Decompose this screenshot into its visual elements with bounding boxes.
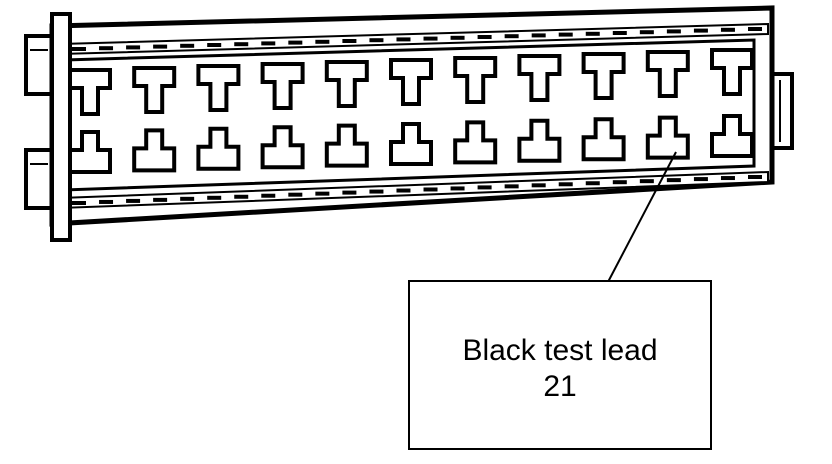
bottom-rail-dash (315, 191, 330, 196)
top-rail-dash (288, 40, 303, 45)
bottom-rail-dash (504, 184, 519, 189)
terminal-top-3 (196, 64, 241, 112)
bottom-rail-dash (423, 187, 438, 192)
bottom-rail-dash (99, 199, 114, 204)
top-rail-dash (234, 42, 249, 47)
top-rail-dash (180, 43, 195, 48)
top-rail-dash (126, 45, 141, 50)
bottom-rail-dash (666, 178, 681, 183)
bottom-rail-dash (72, 201, 86, 205)
terminal-top-7 (453, 56, 498, 104)
callout-terminal-number: 21 (543, 370, 577, 403)
top-rail-dash (720, 27, 735, 32)
bottom-rail-dash (369, 189, 384, 194)
top-rail-dash (369, 38, 384, 43)
callout-label: Black test lead (462, 334, 658, 367)
bottom-rail-dash (720, 176, 735, 181)
top-rail-dash (639, 30, 654, 35)
callout-box: Black test lead 21 (408, 280, 712, 450)
terminal-bottom-4 (260, 125, 305, 170)
terminal-bottom-2 (132, 128, 177, 173)
terminal-bottom-5 (324, 123, 369, 168)
bottom-rail-dash (126, 198, 141, 203)
terminal-top-8 (517, 54, 562, 102)
bottom-rail-dash (693, 177, 708, 182)
bottom-rail-dash (234, 194, 249, 199)
top-rail-dash (585, 31, 600, 36)
terminal-top-10 (645, 50, 690, 98)
bottom-rail-dash (558, 182, 573, 187)
terminal-top-6 (389, 58, 433, 106)
leader-line (607, 151, 677, 283)
top-rail-dash (72, 47, 86, 51)
terminal-top-1 (68, 68, 112, 116)
top-rail-dash (207, 43, 222, 47)
bottom-rail-dash (396, 188, 411, 193)
terminal-bottom-8 (517, 118, 562, 163)
bottom-rail-dash (450, 186, 465, 191)
top-rail-dash (99, 46, 114, 51)
bottom-rail-dash (612, 180, 627, 185)
bottom-rail-dash (180, 196, 195, 201)
terminal-top-11 (710, 48, 754, 96)
bottom-rail-dash (207, 195, 222, 200)
terminal-bottom-10 (645, 115, 690, 160)
terminal-bottom-7 (453, 120, 498, 165)
bottom-rail-dash (477, 185, 492, 190)
top-rail-dash (153, 44, 168, 49)
top-rail-dash (315, 39, 330, 44)
bottom-rail-dash (748, 175, 762, 179)
top-rail-dash (477, 35, 492, 39)
top-rail-dash (342, 39, 357, 43)
terminals (68, 48, 754, 174)
left-tab-bottom (24, 148, 54, 210)
terminal-bottom-6 (389, 122, 433, 166)
bottom-rail-dash (639, 179, 654, 184)
top-rail-dash (261, 41, 276, 46)
top-rail-dash (450, 35, 465, 40)
terminal-bottom-3 (196, 126, 241, 171)
top-rail-dash (504, 34, 519, 39)
top-rail-dash (693, 28, 708, 33)
top-rail-dash (666, 29, 681, 34)
terminal-top-9 (581, 52, 626, 100)
top-rail-dash (423, 36, 438, 41)
top-rail-dash (558, 32, 573, 37)
bottom-rail-dash (153, 197, 168, 202)
terminal-bottom-9 (581, 117, 626, 162)
top-rail-dash (748, 27, 762, 31)
bottom-rail-dash (288, 192, 303, 197)
terminal-bottom-1 (68, 130, 112, 174)
top-rail-dash (612, 31, 627, 35)
bottom-rail-dash (531, 183, 546, 188)
top-rail-dash (396, 37, 411, 42)
terminal-top-5 (324, 60, 369, 108)
terminal-bottom-11 (710, 114, 754, 158)
left-tab-top (24, 34, 54, 96)
terminal-top-4 (260, 62, 305, 110)
top-rail-dash (531, 33, 546, 38)
bottom-rail-dash (261, 193, 276, 198)
rail-dashes (72, 27, 762, 205)
terminal-top-2 (132, 66, 177, 114)
bottom-rail-dash (585, 181, 600, 186)
bottom-rail-dash (342, 190, 357, 195)
left-post (50, 12, 72, 242)
